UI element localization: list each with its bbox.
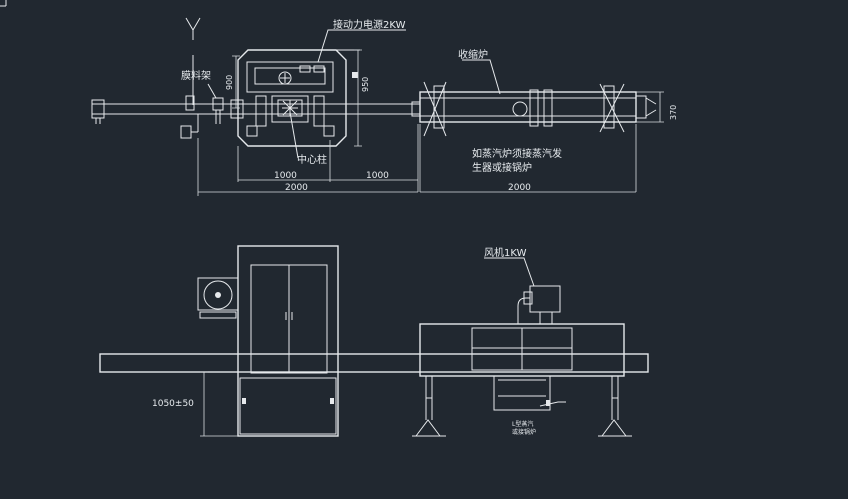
conveyor-end-block bbox=[91, 99, 105, 119]
film-roll-base bbox=[199, 311, 237, 319]
small-note-leader bbox=[539, 401, 566, 407]
cabinet-lower-handle-left bbox=[242, 398, 246, 404]
height-dim-text: 1050±50 bbox=[152, 399, 194, 409]
oven-lower-handle bbox=[546, 400, 550, 406]
power-label: 接动力电源2KW bbox=[333, 18, 406, 31]
dim-900-text: 900 bbox=[225, 75, 234, 90]
film-rack-leader bbox=[207, 83, 217, 99]
dim-900-line bbox=[232, 55, 240, 109]
oven-inlet bbox=[411, 101, 421, 117]
center-column-label: 中心柱 bbox=[297, 153, 327, 166]
film-rack-base bbox=[180, 125, 192, 139]
oven-right-legs bbox=[599, 83, 625, 133]
film-rack-arm bbox=[191, 114, 199, 133]
film-roll-outer bbox=[203, 280, 233, 310]
wrapper-motor-circle bbox=[278, 71, 292, 85]
oven-outlet-taper bbox=[645, 97, 657, 117]
oven-mid-support-b bbox=[543, 89, 553, 127]
cabinet-door-handles bbox=[285, 312, 293, 320]
dim-2000-a-text: 2000 bbox=[285, 183, 308, 193]
cabinet-lower-box bbox=[239, 377, 337, 435]
steam-note-line1: 如蒸汽炉须接蒸汽发 bbox=[472, 147, 562, 160]
dim-370-line bbox=[636, 91, 664, 123]
elevation-conveyor bbox=[99, 353, 649, 373]
oven-right-support bbox=[603, 85, 615, 129]
oven-left-legs bbox=[423, 81, 447, 137]
fan-housing bbox=[529, 285, 561, 313]
wrapper-small-box-b bbox=[313, 65, 325, 73]
fan-leader bbox=[484, 257, 535, 287]
wrapper-foot-left bbox=[246, 125, 258, 137]
center-column-leader bbox=[289, 111, 299, 159]
wrapper-motor-cross bbox=[280, 73, 290, 83]
wrapper-left-guide bbox=[230, 99, 244, 119]
film-roll-box bbox=[197, 277, 239, 311]
wrapper-foot-right bbox=[323, 125, 335, 137]
dim-950-text: 950 bbox=[361, 77, 370, 92]
wrapper-center-block bbox=[271, 95, 309, 123]
film-rack-clamp bbox=[185, 95, 195, 111]
fan-label: 风机1KW bbox=[484, 246, 527, 259]
film-roll-hub bbox=[215, 292, 221, 298]
elevation-view: 1050±50 风机1KW L型蒸汽 或接锅炉 bbox=[99, 245, 649, 437]
film-rack-bracket bbox=[212, 97, 224, 111]
plan-view: 900 950 接动力电源2KW 膜料架 中心柱 收缩炉 370 如蒸汽炉须接 bbox=[91, 17, 678, 196]
oven-leg-right bbox=[611, 376, 619, 420]
dim-2000-b-text: 2000 bbox=[508, 183, 531, 193]
dim-370-text: 370 bbox=[669, 105, 678, 120]
oven-fan-circle bbox=[512, 101, 528, 117]
oven-mid-support-a bbox=[529, 89, 539, 127]
dim-extension-lines bbox=[197, 124, 637, 196]
oven-leader bbox=[462, 59, 501, 95]
wrapper-right-column bbox=[313, 95, 325, 127]
shrink-oven-label: 收缩炉 bbox=[458, 48, 488, 61]
wrapper-center-cross bbox=[282, 100, 298, 116]
wrapper-frame bbox=[237, 49, 347, 147]
oven-inner-lines bbox=[420, 97, 636, 117]
fan-duct bbox=[517, 297, 530, 324]
power-leader bbox=[317, 29, 406, 63]
wrapper-inner-housing bbox=[254, 67, 326, 85]
y-symbol bbox=[185, 17, 201, 40]
oven-lower-lines bbox=[498, 379, 546, 397]
dim-1000-a-text: 1000 bbox=[274, 171, 297, 181]
corner-mark bbox=[0, 0, 7, 7]
film-rack-label: 膜料架 bbox=[181, 69, 211, 82]
oven-outlet bbox=[635, 95, 647, 119]
oven-foot-left bbox=[412, 419, 446, 437]
fan-stand bbox=[539, 312, 553, 324]
steam-note-line2: 生器或接锅炉 bbox=[472, 161, 532, 174]
wrapper-top-housing bbox=[246, 61, 334, 93]
dim-1000-b-text: 1000 bbox=[366, 171, 389, 181]
oven-lower-box bbox=[493, 375, 551, 411]
small-note-line1: L型蒸汽 bbox=[512, 420, 533, 428]
cabinet-lower-handle-right bbox=[330, 398, 334, 404]
conveyor-end-feet bbox=[95, 118, 101, 124]
oven-foot-right bbox=[598, 419, 632, 437]
wrapper-left-column bbox=[255, 95, 267, 127]
cabinet-outline bbox=[237, 245, 339, 437]
small-note-line2: 或接锅炉 bbox=[512, 428, 536, 436]
wrapper-small-box-a bbox=[299, 65, 311, 73]
oven-leg-left bbox=[425, 376, 433, 420]
dim-height-line bbox=[200, 371, 238, 437]
wrapper-corner-dot bbox=[352, 72, 358, 78]
film-rack-stem bbox=[215, 110, 221, 124]
dim-950-line bbox=[354, 49, 362, 147]
